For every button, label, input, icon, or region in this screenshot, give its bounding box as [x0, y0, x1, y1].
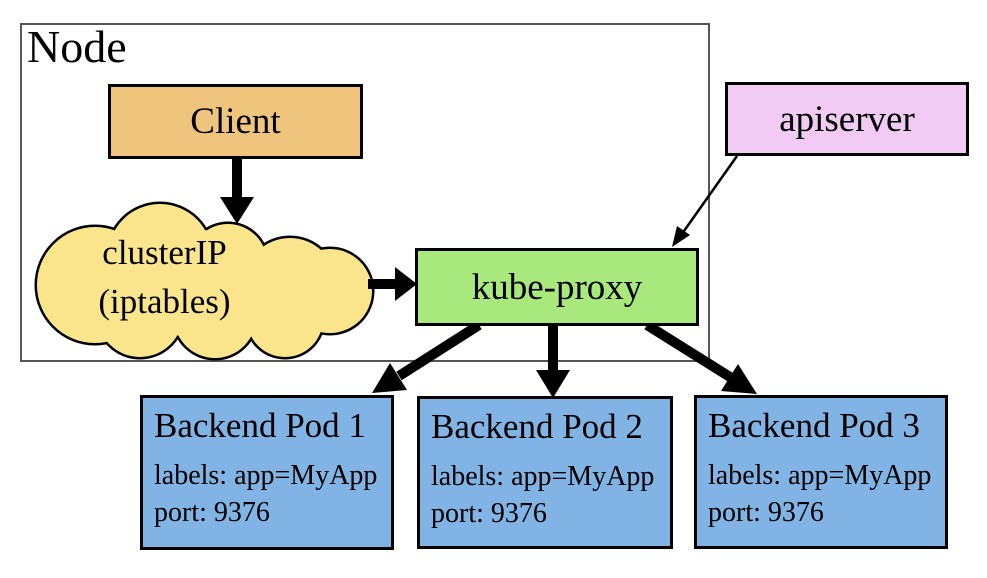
backend-pod-1-labels: labels: app=MyApp	[154, 460, 378, 491]
arrow-apiserver-to-kubeproxy	[672, 155, 739, 247]
cluster-ip-label: clusterIP (iptables)	[52, 228, 277, 326]
apiserver-label: apiserver	[779, 98, 915, 140]
arrow-kubeproxy-to-pod3	[644, 320, 757, 394]
backend-pod-1-title: Backend Pod 1	[154, 406, 366, 445]
client-box: Client	[108, 84, 363, 159]
arrow-kubeproxy-to-pod1	[372, 320, 482, 393]
backend-pod-2-title: Backend Pod 2	[431, 407, 643, 446]
arrow-client-to-clusterip	[220, 158, 254, 224]
backend-pod-2-labels: labels: app=MyApp	[431, 461, 655, 492]
kube-proxy-box: kube-proxy	[415, 248, 699, 326]
backend-pod-1-box: Backend Pod 1 labels: app=MyApp port: 93…	[140, 395, 394, 550]
backend-pod-3-box: Backend Pod 3 labels: app=MyApp port: 93…	[694, 395, 948, 549]
backend-pod-3-labels: labels: app=MyApp	[708, 460, 932, 491]
node-label: Node	[27, 21, 127, 72]
apiserver-box: apiserver	[725, 82, 969, 156]
kube-proxy-label: kube-proxy	[471, 266, 643, 308]
backend-pod-2-port: port: 9376	[431, 498, 547, 529]
arrow-clusterip-to-kubeproxy	[368, 267, 417, 301]
cluster-ip-line1: clusterIP	[102, 233, 227, 272]
cluster-ip-cloud	[34, 201, 375, 361]
backend-pod-3-port: port: 9376	[708, 497, 824, 528]
backend-pod-2-box: Backend Pod 2 labels: app=MyApp port: 93…	[417, 396, 673, 549]
client-label: Client	[190, 101, 281, 142]
cluster-ip-line2: (iptables)	[98, 282, 231, 321]
cloud-fill	[37, 204, 372, 358]
arrow-kubeproxy-to-pod2	[536, 325, 570, 398]
backend-pod-3-title: Backend Pod 3	[708, 406, 920, 445]
backend-pod-1-port: port: 9376	[154, 497, 270, 528]
